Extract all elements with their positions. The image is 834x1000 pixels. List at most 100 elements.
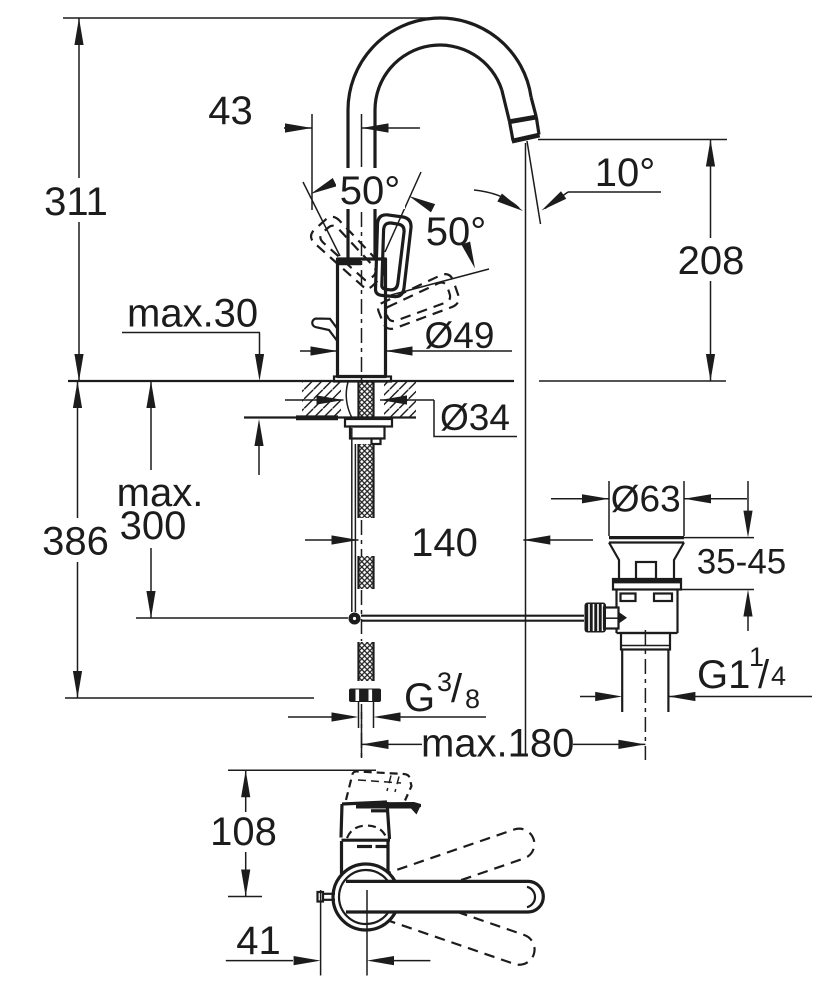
dim-386-label: 386: [42, 520, 109, 564]
locknut: [348, 425, 386, 440]
front-view: 108 41: [210, 769, 545, 976]
knurl-ridges: [588, 604, 604, 631]
clamp-cone: [618, 611, 627, 624]
dim-max180-arrow-r: [618, 739, 646, 749]
dim-140-label: 140: [411, 521, 478, 565]
dim-g38-arrow-l: [331, 712, 359, 722]
dim-max300-label-2: 300: [120, 504, 187, 548]
outlet-angle-line: [526, 140, 542, 225]
overflow-slot-right: [652, 592, 674, 603]
dim-208-arrow-top: [705, 139, 716, 167]
dim-10deg-arrow: [538, 191, 567, 215]
dim-max30-arrow-down: [254, 354, 265, 381]
angle-left-label: 50°: [340, 169, 401, 213]
lever-dashed-left-outer: [309, 215, 386, 290]
side-view: 311 43 50° 50° 10°: [42, 16, 812, 766]
front-lever-dashed-down: [347, 876, 536, 966]
dim-10deg-label: 10°: [595, 151, 656, 195]
faucet-side: [311, 16, 542, 757]
angle-line-mid: [384, 171, 422, 253]
angle-right-label: 50°: [426, 210, 487, 254]
g38-nut: [349, 688, 381, 702]
swivel-arc-arrow: [497, 193, 526, 215]
dim-43-arrow-l: [285, 123, 312, 133]
dim-311-arrow-top: [74, 18, 84, 45]
dim-g114-label-sub: 4: [771, 661, 786, 691]
waste-body: [615, 589, 679, 635]
front-lever-group: [316, 841, 545, 932]
dim-max300-label-1: max.: [117, 471, 204, 515]
dim-108-label: 108: [210, 810, 277, 854]
dim-g38-label-sub: 8: [465, 684, 480, 714]
mousseur-face: [511, 132, 541, 144]
mousseur-joint: [508, 114, 538, 125]
lever-dashed-right: [376, 273, 460, 330]
front-lever-cap-detail: [526, 885, 537, 909]
lever-positions: [309, 213, 460, 330]
dim-max300-arrow-top: [146, 381, 156, 408]
dim-g114-arrow-r: [668, 691, 696, 702]
spout-inner-end: [500, 89, 512, 122]
dim-g114-label-sup: 1: [749, 642, 764, 672]
hose-braid: [357, 382, 375, 681]
front-spout-outline: [344, 770, 413, 801]
front-lever-dashed-down-path: [347, 876, 536, 966]
dim-311-label: 311: [44, 180, 108, 224]
dim-208-arrow-bottom: [705, 354, 716, 381]
locknut-tab: [370, 437, 382, 446]
dim-d63-label: Ø63: [611, 479, 681, 520]
dim-d34-leader: [433, 400, 517, 438]
dim-41-label: 41: [236, 919, 281, 963]
front-lever-dashed-up: [347, 827, 536, 917]
lever-solid: [373, 213, 413, 299]
front-spout-details: [357, 775, 402, 793]
lever-dashed-left: [309, 215, 386, 290]
dim-max180-arrow-l: [361, 739, 389, 749]
dim-41-arrow-l: [293, 956, 321, 966]
dim-3545-label: 35-45: [697, 543, 787, 582]
dimensions-side: 311 43 50° 50° 10°: [42, 17, 812, 766]
front-spout-dashed: [344, 770, 413, 801]
g38-nut-slot2: [368, 689, 373, 701]
braid-4: [358, 642, 374, 681]
braid-3: [358, 556, 374, 589]
lever-dashed-right-outer: [376, 273, 460, 330]
spout-outer-end: [529, 96, 538, 118]
hose-bend-line: [345, 381, 353, 419]
dim-max30-label: max.30: [127, 292, 258, 336]
front-lever-fill: [346, 881, 544, 912]
washer-plate: [343, 417, 394, 428]
dim-d49-arrow-r: [385, 346, 413, 356]
dim-140-arrow-r: [523, 535, 551, 545]
dim-g114-arrow-l: [595, 691, 623, 702]
popup-waste: [608, 535, 685, 760]
angle-line-left: [302, 181, 341, 257]
plug-stem: [634, 560, 658, 581]
dim-41-arrow-r: [367, 956, 394, 966]
angle-left-label-bg: [336, 168, 405, 209]
dim-311-arrow-bottom: [74, 354, 84, 381]
dim-208-label: 208: [678, 239, 745, 283]
dim-max30-arrow-up: [254, 419, 264, 446]
dim-g38-label-sup: 3: [437, 667, 452, 697]
g38-nut-slot1: [355, 689, 360, 701]
linkage-clamp: [584, 602, 627, 633]
dim-d34-label: Ø34: [440, 397, 510, 438]
dim-43-label: 43: [208, 89, 253, 133]
front-knob-hidden-arc: [345, 824, 388, 839]
dim-d49-arrow-l: [310, 346, 338, 356]
dim-386-arrow-top: [72, 381, 83, 408]
dim-3545-arrow-down: [743, 510, 753, 538]
dim-g114-label-slash: /: [758, 653, 770, 697]
dim-3545-arrow-up: [743, 589, 753, 617]
dimensions-front: 108 41: [210, 769, 431, 976]
braid-2: [358, 444, 374, 518]
dim-g114-label-g: G1: [697, 653, 750, 697]
dim-108-arrow-top: [241, 770, 251, 798]
front-lever-top-bar: [356, 802, 421, 809]
overflow-slot-left: [619, 592, 637, 603]
dim-d63-arrow-r: [684, 494, 711, 504]
braid-1: [358, 382, 374, 418]
